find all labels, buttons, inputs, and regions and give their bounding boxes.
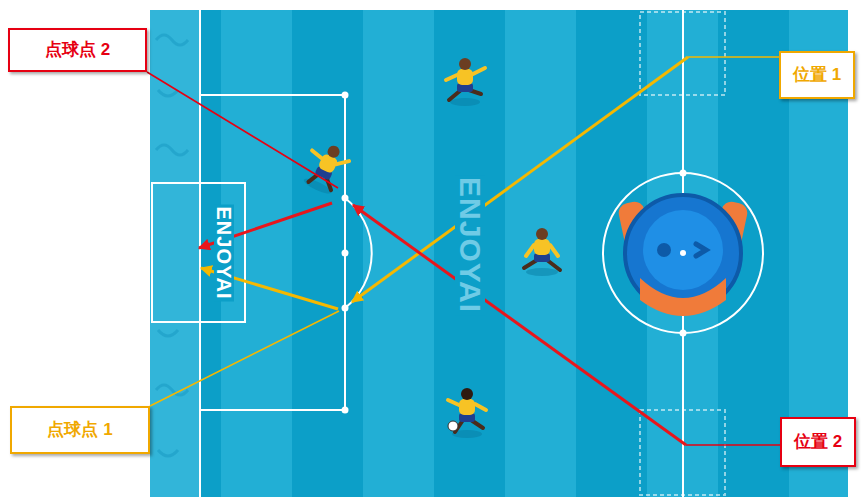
path-arrow [353,205,686,445]
callout-label: 位置 1 [793,65,841,85]
callout-label: 点球点 2 [45,40,110,60]
watermark: ENJOYAI [214,205,234,302]
path-arrows [199,57,688,445]
callout-box: 位置 1 [779,51,855,99]
leader-line [686,444,780,446]
player-figure [448,388,486,438]
callout-label: 位置 2 [794,432,842,452]
callout-label: 点球点 1 [47,420,112,440]
player-figure [524,228,560,276]
player-figure [446,58,485,106]
goalkeeper-figure [298,138,353,198]
callout-box: 点球点 1 [10,406,150,454]
callout-box: 位置 2 [780,417,856,467]
callout-box: 点球点 2 [8,28,147,72]
leader-lines [147,57,780,445]
watermark: ENJOYAI [455,175,485,315]
leader-line [688,56,779,58]
robot-logo [617,195,749,316]
leader-line [147,72,338,188]
path-arrow [352,57,688,302]
field-lines [152,10,763,497]
leader-line [150,311,339,406]
field-stripes [150,10,848,497]
